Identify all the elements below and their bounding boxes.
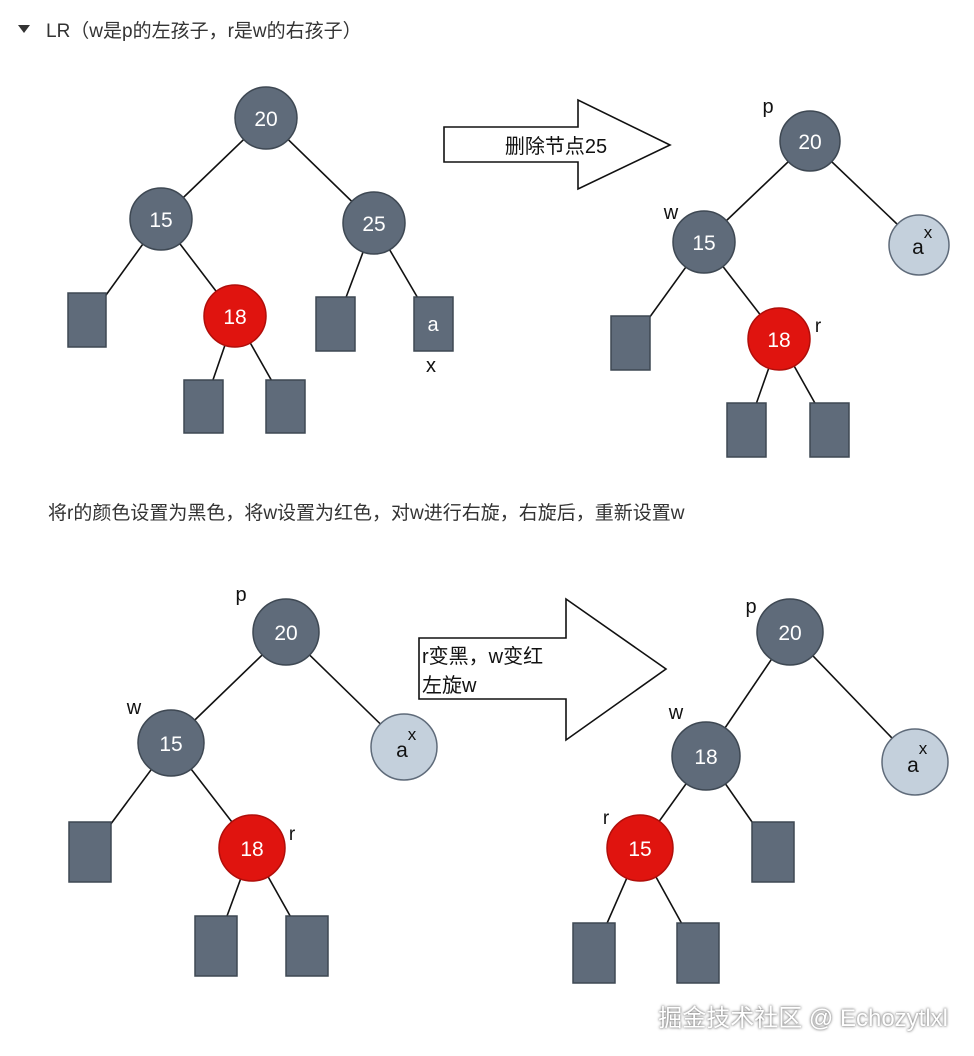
node-a (370, 713, 438, 781)
node-25 (342, 191, 406, 255)
node-25-label: 25 (362, 213, 385, 236)
node-15-label: 15 (628, 838, 651, 861)
nil-leaf (751, 821, 795, 883)
node-a (881, 728, 949, 796)
node-20 (252, 598, 320, 666)
node-a-label: a (912, 236, 924, 259)
nil-leaf (676, 922, 720, 984)
node-18 (671, 721, 741, 791)
node-20-label: 20 (274, 622, 297, 645)
label-w: w (663, 202, 679, 224)
nil-leaf (610, 315, 651, 371)
arrow-2-line-1: r变黑，w变红 (422, 645, 543, 668)
label-x: x (426, 355, 436, 377)
nil-leaf (67, 292, 107, 348)
node-18-red (218, 814, 286, 882)
label-r: r (603, 808, 610, 829)
node-18-label: 18 (223, 306, 246, 329)
node-15 (672, 210, 736, 274)
node-15-red (606, 814, 674, 882)
node-20 (779, 110, 841, 172)
nil-leaf (809, 402, 850, 458)
label-x: x (408, 725, 417, 744)
nil-leaf (68, 821, 112, 883)
label-w: w (126, 697, 142, 719)
label-x: x (924, 223, 933, 242)
section-heading[interactable]: LR（w是p的左孩子，r是w的右孩子） (18, 14, 362, 44)
node-18-red (203, 284, 267, 348)
node-20-label: 20 (778, 622, 801, 645)
nil-leaf (265, 379, 306, 434)
node-15-label: 15 (692, 232, 715, 255)
node-20 (756, 598, 824, 666)
collapse-triangle-icon[interactable] (18, 25, 30, 33)
arrow-2-line-2: 左旋w (422, 674, 477, 697)
node-a-label: a (907, 754, 919, 777)
label-r: r (815, 316, 822, 337)
arrow-delete-25: 删除节点25 (443, 98, 672, 191)
node-15-label: 15 (159, 733, 182, 756)
tree-before-rotation: p 20 w 15 a x 18 r (68, 584, 438, 977)
tree-before-delete: 20 15 25 18 a x (67, 86, 454, 434)
nil-leaf (194, 915, 238, 977)
node-20-label: 20 (798, 131, 821, 154)
nil-leaf (285, 915, 329, 977)
node-18-red (747, 307, 811, 371)
node-15 (137, 709, 205, 777)
label-p: p (235, 584, 246, 606)
node-18-label: 18 (694, 746, 717, 769)
tree-after-rotation: p 20 w 18 a x r 15 (572, 596, 949, 984)
heading-text: LR（w是p的左孩子，r是w的右孩子） (46, 20, 362, 42)
label-w: w (668, 702, 684, 724)
node-18-label: 18 (240, 838, 263, 861)
label-p: p (745, 596, 756, 618)
label-x: x (919, 739, 928, 758)
label-r: r (289, 824, 296, 845)
arrow-1-label: 删除节点25 (505, 135, 607, 158)
node-a (888, 214, 950, 276)
node-20 (234, 86, 298, 150)
explanation-caption: 将r的颜色设置为黑色，将w设置为红色，对w进行右旋，右旋后，重新设置w (48, 503, 685, 524)
nil-leaf (183, 379, 224, 434)
node-a-label: a (396, 739, 408, 762)
arrow-recolor-rotate: r变黑，w变红 左旋w (418, 597, 668, 742)
label-p: p (762, 96, 773, 118)
node-20-label: 20 (254, 108, 277, 131)
nil-leaf (315, 296, 356, 352)
leaf-a (413, 296, 454, 352)
nil-leaf (572, 922, 616, 984)
node-15 (129, 187, 193, 251)
watermark: 掘金技术社区 @ Echozytlxl (658, 1005, 948, 1032)
tree-after-delete: p 20 w 15 a x 18 r (610, 96, 950, 458)
node-18-label: 18 (767, 329, 790, 352)
nil-leaf (726, 402, 767, 458)
node-15-label: 15 (149, 209, 172, 232)
leaf-a-label: a (427, 314, 439, 336)
